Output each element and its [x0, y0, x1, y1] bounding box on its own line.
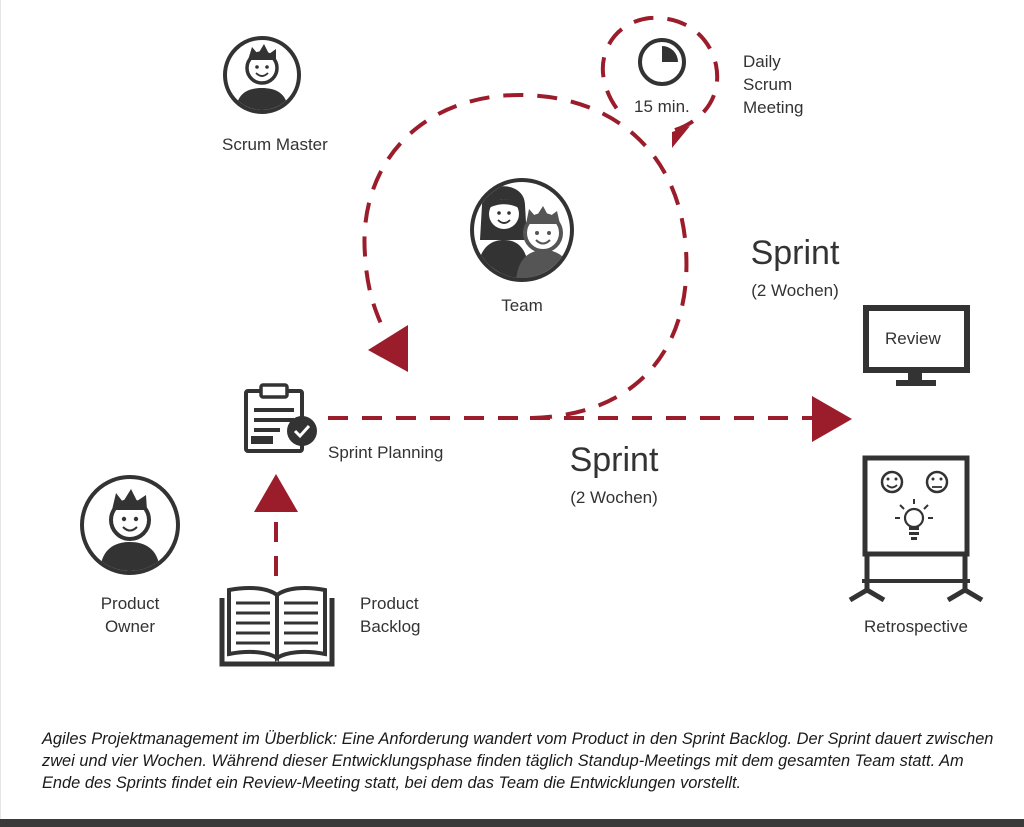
scrum-master-label: Scrum Master	[222, 135, 328, 154]
product-owner-label-line2: Owner	[104, 617, 156, 636]
sprint-planning-label: Sprint Planning	[328, 443, 444, 462]
clock-icon	[638, 38, 686, 86]
planning-arrowhead	[254, 474, 298, 512]
product-backlog-label-line2: Backlog	[360, 617, 421, 636]
sprint-line-duration: (2 Wochen)	[570, 488, 658, 507]
team-avatar-icon	[470, 178, 574, 282]
product-owner-label: Product Owner	[80, 592, 180, 638]
sprint-loop-caption: Sprint (2 Wochen)	[735, 234, 855, 302]
sprint-loop-duration: (2 Wochen)	[751, 281, 839, 300]
sprint-line-caption: Sprint (2 Wochen)	[554, 441, 674, 509]
sprint-loop-title: Sprint	[750, 234, 840, 272]
book-icon	[219, 585, 335, 667]
scrum-master-avatar-icon	[223, 36, 301, 114]
daily-scrum-arrowhead	[672, 126, 690, 148]
daily-scrum-label-line2: Scrum	[743, 75, 793, 94]
bottom-bar	[0, 819, 1024, 827]
review-label: Review	[885, 329, 941, 348]
product-backlog-label-line1: Product	[360, 594, 419, 613]
sprint-line-arrowhead	[812, 396, 852, 442]
daily-scrum-duration-label: 15 min.	[634, 97, 690, 116]
team-label: Team	[501, 296, 543, 315]
sprint-line-title: Sprint	[569, 441, 659, 479]
daily-scrum-label: Daily Scrum Meeting	[743, 50, 803, 119]
daily-scrum-label-line1: Daily	[743, 52, 781, 71]
frame-edge	[0, 0, 1, 819]
product-backlog-label: Product Backlog	[360, 592, 420, 638]
monitor-icon	[863, 305, 970, 386]
product-owner-label-line1: Product	[100, 594, 160, 613]
daily-scrum-loop-path	[600, 15, 720, 132]
retrospective-label: Retrospective	[864, 617, 968, 636]
daily-scrum-label-line3: Meeting	[743, 98, 804, 117]
sprint-loop-path	[328, 92, 689, 420]
sprint-loop-arrowhead	[368, 325, 408, 372]
clipboard-icon	[244, 383, 317, 453]
product-owner-avatar-icon	[80, 475, 180, 575]
whiteboard-icon	[848, 455, 984, 603]
figure-caption: Agiles Projektmanagement im Überblick: E…	[42, 730, 994, 792]
